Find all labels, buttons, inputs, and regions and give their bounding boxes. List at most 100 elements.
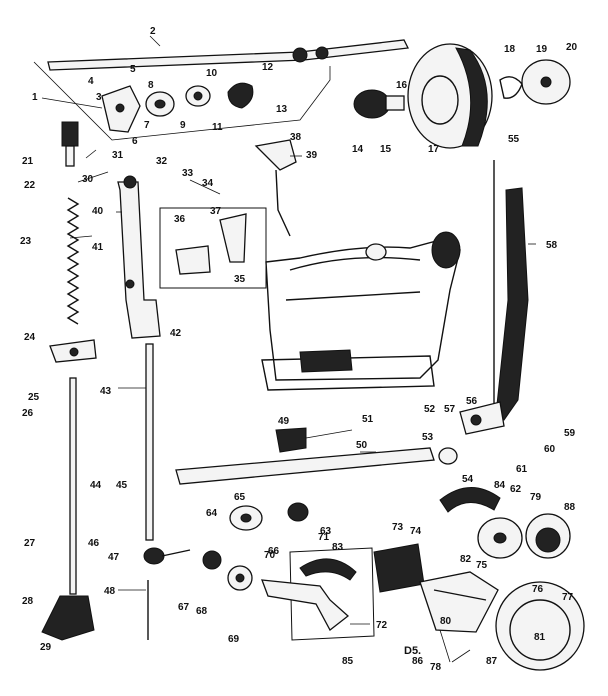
stop-motion-19 bbox=[521, 59, 571, 105]
top-lever bbox=[101, 85, 141, 133]
callout-8: 8 bbox=[148, 80, 154, 91]
callout-34: 34 bbox=[202, 178, 214, 189]
callout-11: 11 bbox=[212, 122, 223, 133]
collar-63 bbox=[287, 502, 309, 522]
callout-53: 53 bbox=[422, 432, 434, 443]
callout-59: 59 bbox=[564, 428, 576, 439]
callout-47: 47 bbox=[108, 552, 120, 563]
callout-18: 18 bbox=[504, 44, 516, 55]
clutch-washer-18 bbox=[499, 76, 523, 99]
callout-19: 19 bbox=[536, 44, 548, 55]
callout-44: 44 bbox=[90, 480, 102, 491]
figure-code: D5. bbox=[404, 645, 421, 657]
callout-48: 48 bbox=[104, 586, 116, 597]
callout-54: 54 bbox=[462, 474, 474, 485]
callout-23: 23 bbox=[20, 236, 32, 247]
callout-67: 67 bbox=[178, 602, 190, 613]
eccentric-9 bbox=[145, 91, 175, 117]
callout-40: 40 bbox=[92, 206, 104, 217]
callout-38: 38 bbox=[290, 132, 302, 143]
callout-68: 68 bbox=[196, 606, 208, 617]
callout-27: 27 bbox=[24, 538, 36, 549]
callout-45: 45 bbox=[116, 480, 128, 491]
callout-49: 49 bbox=[278, 416, 290, 427]
callout-35: 35 bbox=[234, 274, 246, 285]
knob-12 bbox=[227, 82, 254, 109]
needle-bar-frame bbox=[117, 175, 161, 339]
top-parts-outline bbox=[33, 61, 331, 141]
callout-36: 36 bbox=[174, 214, 186, 225]
callout-76: 76 bbox=[532, 584, 544, 595]
callout-87: 87 bbox=[486, 656, 498, 667]
callout-3: 3 bbox=[96, 92, 102, 103]
callout-20: 20 bbox=[566, 42, 578, 53]
callout-21: 21 bbox=[22, 156, 34, 167]
callout-60: 60 bbox=[544, 444, 556, 455]
callout-71: 71 bbox=[318, 532, 330, 543]
presser-foot-29 bbox=[41, 595, 95, 641]
callout-85: 85 bbox=[342, 656, 354, 667]
callout-24: 24 bbox=[24, 332, 36, 343]
bushing-53 bbox=[438, 447, 458, 465]
throat-plate-73 bbox=[373, 543, 425, 593]
callout-15: 15 bbox=[380, 144, 392, 155]
machine-body bbox=[261, 231, 461, 391]
callout-28: 28 bbox=[22, 596, 34, 607]
rock-shaft-crank bbox=[459, 401, 505, 435]
callout-9: 9 bbox=[180, 120, 186, 131]
callout-7: 7 bbox=[144, 120, 150, 131]
callout-57: 57 bbox=[444, 404, 456, 415]
callout-32: 32 bbox=[156, 156, 168, 167]
callout-4: 4 bbox=[88, 76, 94, 87]
callout-labels: 1 2 3 4 5 6 7 8 9 10 11 12 13 14 15 16 1… bbox=[20, 26, 578, 673]
callout-56: 56 bbox=[466, 396, 478, 407]
callout-22: 22 bbox=[24, 180, 36, 191]
callout-52: 52 bbox=[424, 404, 436, 415]
callout-29: 29 bbox=[40, 642, 52, 653]
callout-37: 37 bbox=[210, 206, 222, 217]
bobbin-79 bbox=[477, 517, 523, 559]
callout-50: 50 bbox=[356, 440, 368, 451]
callout-69: 69 bbox=[228, 634, 240, 645]
callout-16: 16 bbox=[396, 80, 408, 91]
callout-14: 14 bbox=[352, 144, 364, 155]
callout-33: 33 bbox=[182, 168, 194, 179]
spring-23 bbox=[66, 197, 80, 325]
callout-64: 64 bbox=[206, 508, 218, 519]
tension-stud-21 bbox=[61, 121, 79, 167]
callout-61: 61 bbox=[516, 464, 528, 475]
callout-77: 77 bbox=[562, 592, 574, 603]
callout-72: 72 bbox=[376, 620, 388, 631]
handwheel bbox=[407, 43, 493, 149]
presser-bar-26 bbox=[69, 377, 77, 595]
callout-75: 75 bbox=[476, 560, 488, 571]
callout-5: 5 bbox=[130, 64, 136, 75]
race-ring bbox=[495, 581, 585, 671]
callout-58: 58 bbox=[546, 240, 558, 251]
callout-2: 2 bbox=[150, 26, 156, 37]
callout-84: 84 bbox=[494, 480, 506, 491]
callout-31: 31 bbox=[112, 150, 124, 161]
callout-63: 63 bbox=[320, 526, 332, 537]
callout-55: 55 bbox=[508, 134, 520, 145]
feed-bar-58 bbox=[493, 160, 529, 421]
callout-12: 12 bbox=[262, 62, 274, 73]
hook-box bbox=[289, 547, 375, 641]
callout-80: 80 bbox=[440, 616, 452, 627]
callout-6: 6 bbox=[132, 136, 138, 147]
needle-bar-43 bbox=[145, 343, 154, 541]
callout-39: 39 bbox=[306, 150, 318, 161]
callout-88: 88 bbox=[564, 502, 576, 513]
callout-74: 74 bbox=[410, 526, 422, 537]
callout-86: 86 bbox=[412, 656, 424, 667]
callout-51: 51 bbox=[362, 414, 374, 425]
shuttle-driver-72 bbox=[261, 558, 357, 631]
callout-83: 83 bbox=[332, 542, 344, 553]
inset-box bbox=[159, 207, 267, 289]
callout-81: 81 bbox=[534, 632, 546, 643]
crank-64 bbox=[229, 505, 263, 531]
callout-46: 46 bbox=[88, 538, 100, 549]
callout-82: 82 bbox=[460, 554, 472, 565]
callout-26: 26 bbox=[22, 408, 34, 419]
callout-65: 65 bbox=[234, 492, 246, 503]
